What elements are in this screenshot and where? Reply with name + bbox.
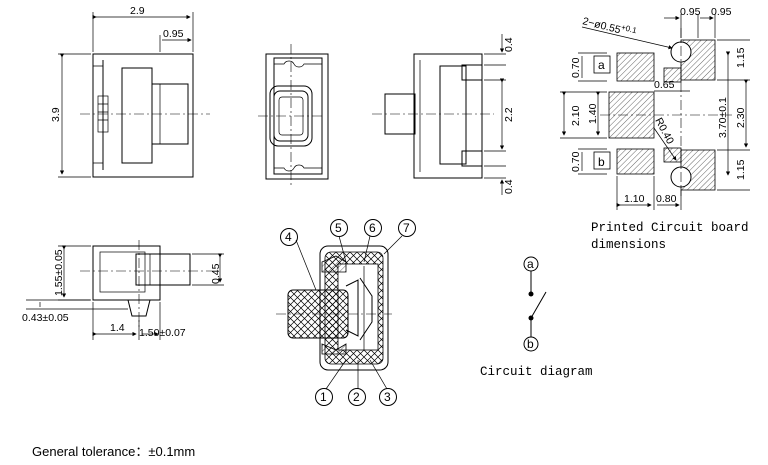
pcb-dim-210: 2.10 bbox=[570, 105, 582, 126]
dim-top-095: 0.95 bbox=[163, 28, 184, 40]
dim-right-04-bottom: 0.4 bbox=[503, 179, 515, 194]
pcb-dim-070-top: 0.70 bbox=[570, 57, 582, 78]
callout-6: 6 bbox=[369, 221, 376, 235]
pcb-pad-a-label: a bbox=[598, 58, 605, 72]
pcb-caption-line2: dimensions bbox=[591, 238, 666, 252]
pcb-dim-065: 0.65 bbox=[654, 79, 675, 91]
pcb-dim-115-top: 1.15 bbox=[735, 47, 747, 68]
callout-3: 3 bbox=[384, 390, 391, 404]
pcb-caption-line1: Printed Circuit board bbox=[591, 221, 749, 235]
middle-view bbox=[258, 44, 329, 186]
dim-left-height: 3.9 bbox=[50, 107, 62, 122]
pcb-dim-095b: 0.95 bbox=[711, 6, 732, 18]
pcb-dim-110: 1.10 bbox=[624, 193, 645, 205]
dim-side-150: 1.50±0.07 bbox=[139, 327, 186, 339]
circuit-diagram: a b Circuit diagram bbox=[480, 256, 593, 379]
callout-4: 4 bbox=[285, 230, 292, 244]
pcb-dim-370: 3.70±0.1 bbox=[717, 97, 729, 138]
pcb-dim-140: 1.40 bbox=[587, 103, 599, 124]
pad-b bbox=[616, 148, 655, 175]
left-view: 2.9 0.95 3.9 bbox=[50, 5, 210, 178]
dim-top-width: 2.9 bbox=[130, 5, 145, 17]
dim-right-22: 2.2 bbox=[503, 107, 515, 122]
pcb-holes: 2−ø0.55+0.1 bbox=[581, 13, 638, 40]
circuit-caption: Circuit diagram bbox=[480, 365, 593, 379]
pcb-dim-230: 2.30 bbox=[735, 107, 747, 128]
pcb-dim-115-bottom: 1.15 bbox=[735, 159, 747, 180]
dim-side-155: 1.55±0.05 bbox=[53, 249, 65, 296]
dim-side-045: 0.45 bbox=[210, 263, 222, 284]
circuit-node-b: b bbox=[527, 337, 534, 351]
pcb-dim-095a: 0.95 bbox=[680, 6, 701, 18]
callout-5: 5 bbox=[335, 221, 342, 235]
pcb-dim-070-bottom: 0.70 bbox=[570, 151, 582, 172]
right-view: 0.4 2.2 0.4 bbox=[372, 34, 515, 195]
dim-side-14: 1.4 bbox=[110, 322, 125, 334]
callout-1: 1 bbox=[320, 390, 327, 404]
general-tolerance-note: General tolerance：±0.1mm bbox=[32, 444, 196, 459]
circuit-node-a: a bbox=[527, 257, 534, 271]
section-view: 4 5 6 7 1 2 3 bbox=[276, 219, 416, 406]
side-view: 1.55±0.05 0.45 0.43±0.05 1.4 1.50±0.07 bbox=[22, 240, 224, 340]
callout-7: 7 bbox=[403, 221, 410, 235]
dim-right-04-top: 0.4 bbox=[503, 37, 515, 52]
pcb-dim-080: 0.80 bbox=[656, 193, 677, 205]
dim-side-043: 0.43±0.05 bbox=[22, 312, 69, 324]
pad-a bbox=[616, 52, 655, 82]
callout-2: 2 bbox=[353, 390, 360, 404]
pcb-pad-b-label: b bbox=[598, 155, 605, 169]
pcb-layout: a b 2−ø0.55+0.1 0.95 0.95 0.65 R0.40 0.7… bbox=[560, 6, 750, 252]
